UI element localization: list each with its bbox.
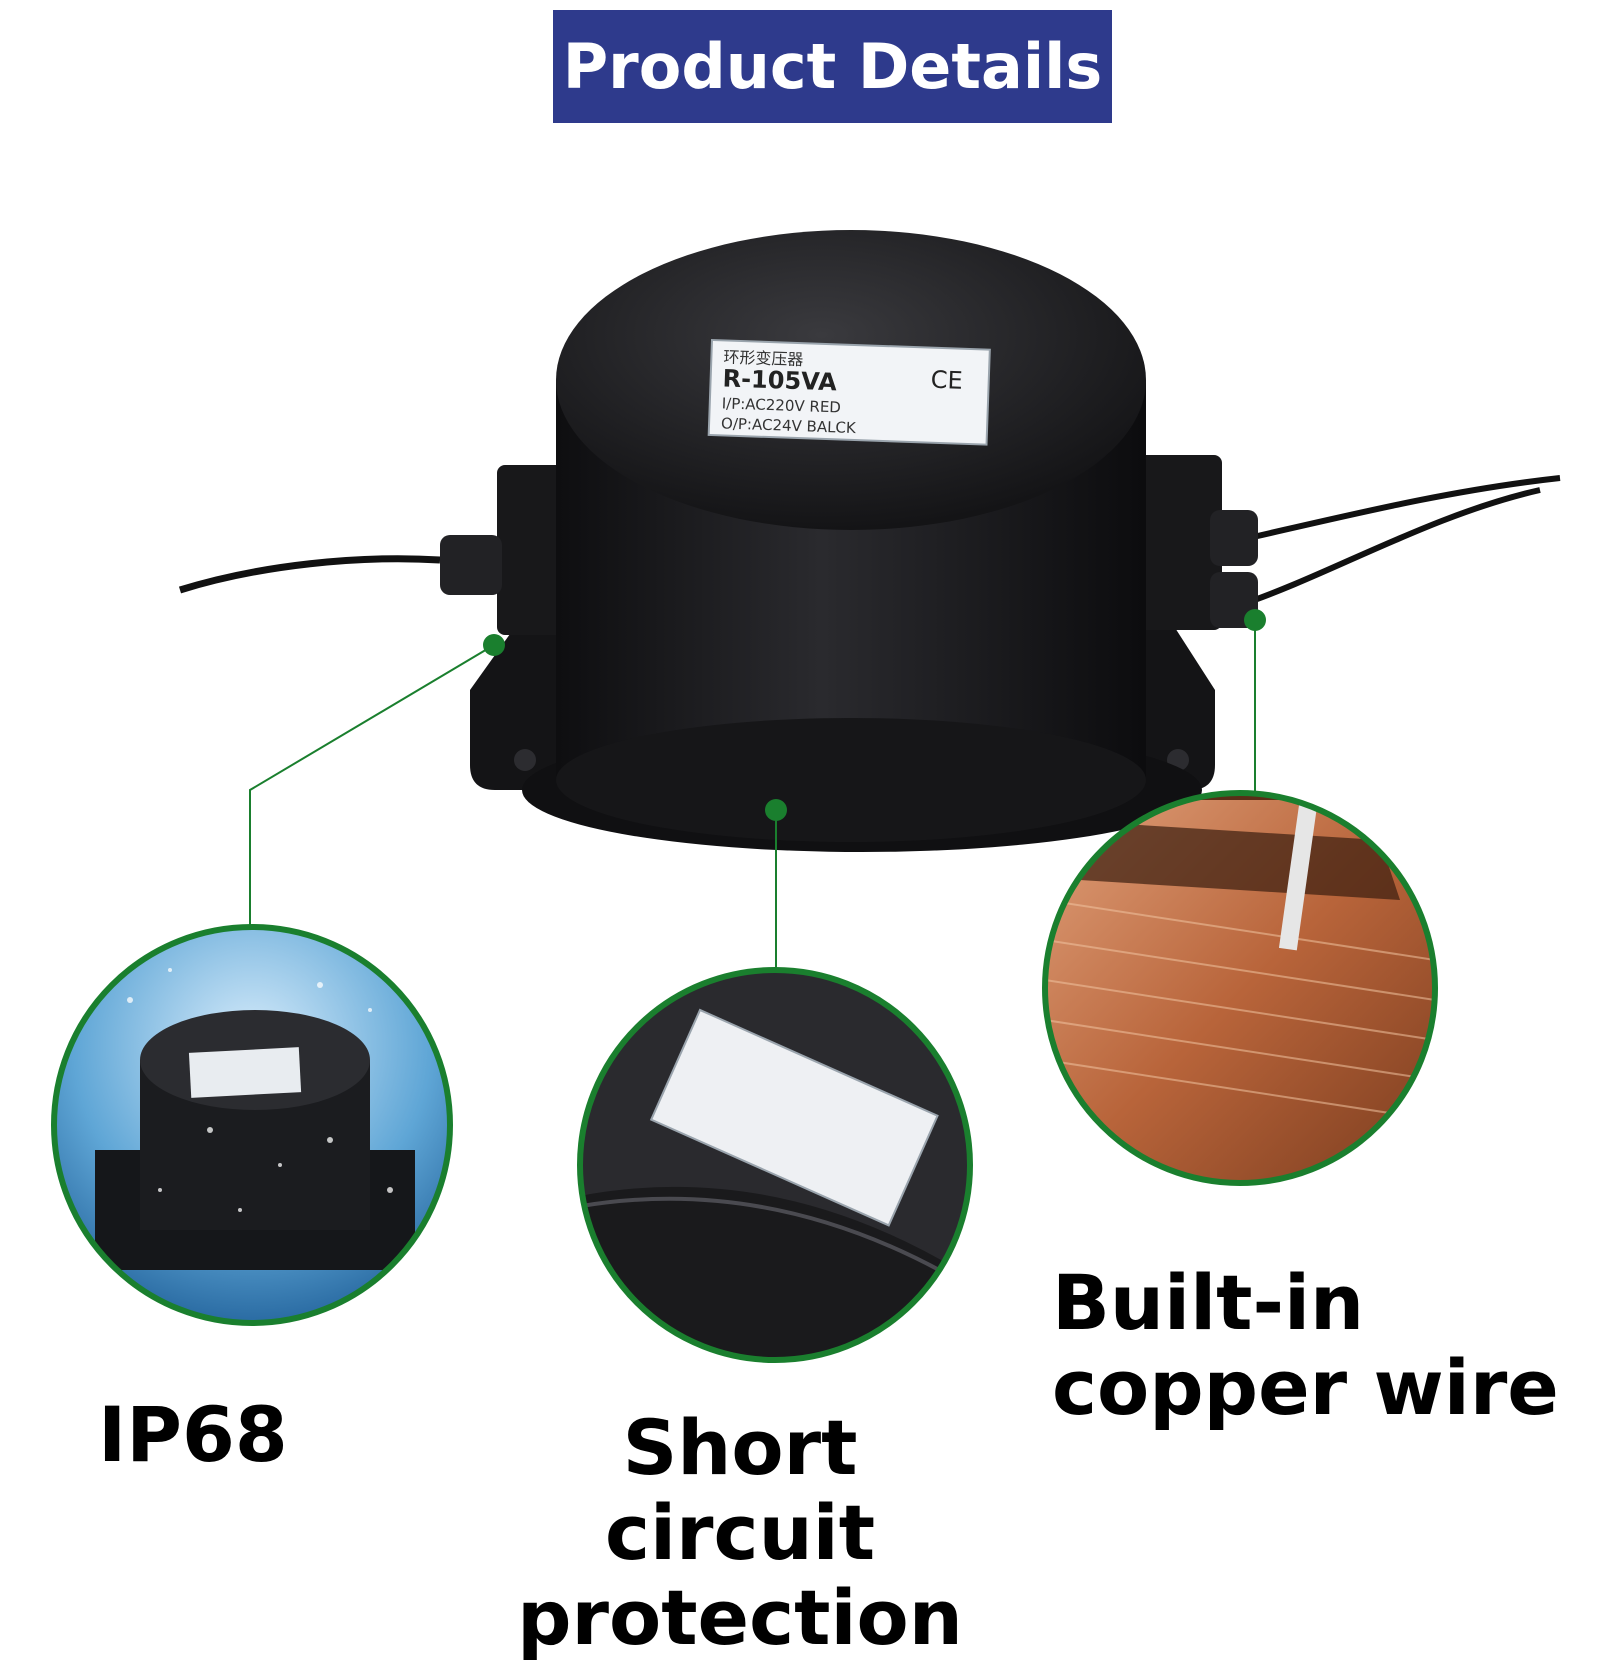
label-line1: 环形变压器 — [723, 347, 804, 369]
feature-ip68-label: IP68 — [98, 1392, 288, 1477]
feature-ip68-line1: IP68 — [98, 1390, 288, 1479]
label-ce-mark: CE — [930, 366, 963, 395]
callout-dot-copper — [1244, 609, 1266, 631]
mounting-hole-left — [514, 749, 536, 771]
output-cable-1 — [1239, 475, 1561, 543]
callout-dot-ip68 — [483, 634, 505, 656]
label-model: R-105VA — [722, 364, 837, 396]
feature-short-circuit-line2: protection — [517, 1573, 963, 1662]
product-scene: 环形变压器 R-105VA CE I/P:AC220V RED O/P:AC24… — [51, 230, 1561, 1363]
feature-copper-wire-line2: copper wire — [1052, 1343, 1559, 1433]
feature-copper-wire-label: Built-in copper wire — [1052, 1260, 1572, 1430]
output-cable-2 — [1239, 487, 1541, 608]
label-input: I/P:AC220V RED — [721, 394, 841, 416]
callout-line-ip68 — [249, 644, 495, 925]
feature-short-circuit-line1: Short circuit — [604, 1403, 876, 1578]
input-cable — [178, 555, 441, 594]
copper-wire-detail-circle — [1042, 790, 1438, 1186]
feature-copper-wire-line1: Built-in — [1052, 1258, 1365, 1347]
header-title: Product Details — [562, 30, 1103, 103]
header-banner: Product Details — [553, 10, 1112, 123]
callout-dot-short — [765, 799, 787, 821]
short-circuit-detail-circle — [577, 967, 973, 1363]
label-output: O/P:AC24V BALCK — [721, 414, 857, 437]
ip68-detail-circle — [51, 924, 453, 1326]
right-cable-gland-top — [1210, 510, 1258, 566]
right-terminal-block — [1132, 455, 1222, 630]
feature-short-circuit-label: Short circuit protection — [480, 1405, 1000, 1660]
left-cable-gland — [440, 535, 502, 595]
spec-label: 环形变压器 R-105VA CE I/P:AC220V RED O/P:AC24… — [707, 338, 991, 446]
